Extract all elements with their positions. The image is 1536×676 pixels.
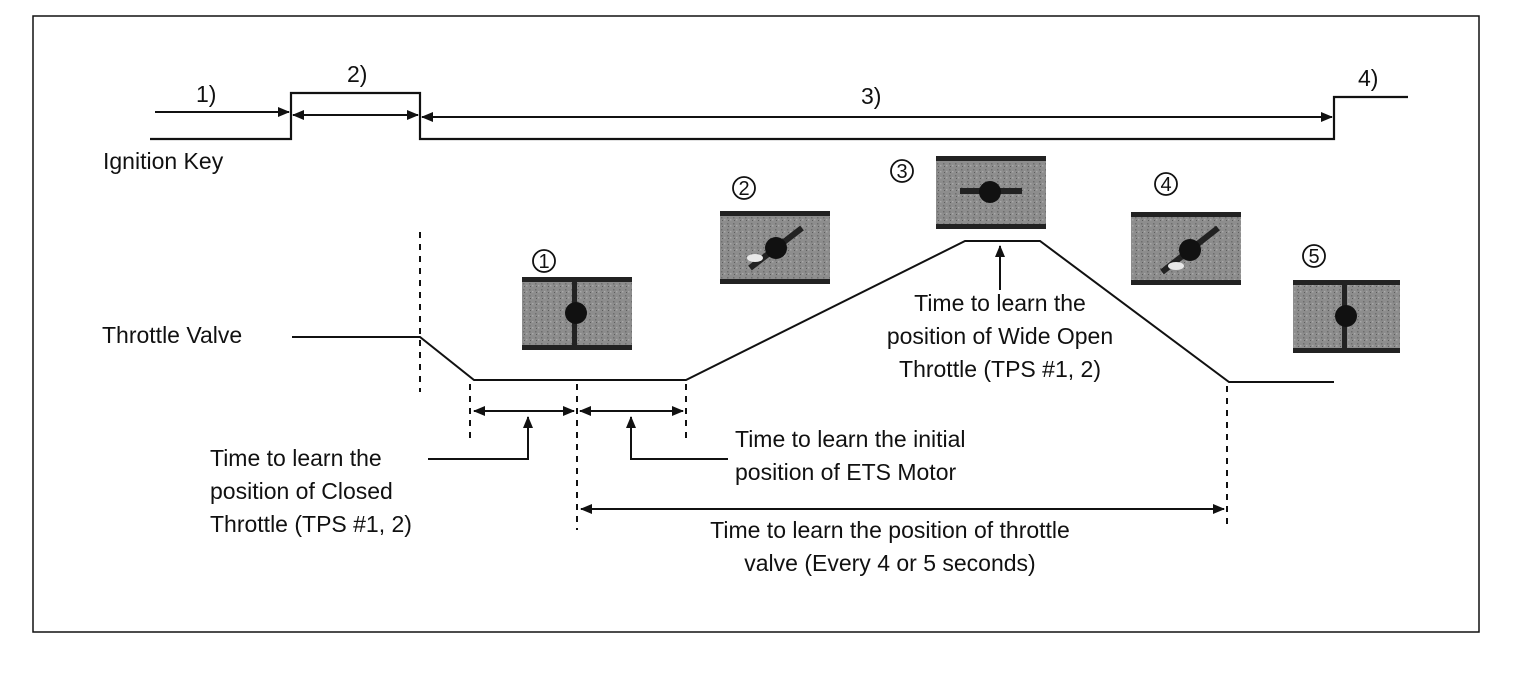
- throttle-plate-wide-open-image: [936, 156, 1046, 229]
- svg-text:position of Wide Open: position of Wide Open: [887, 323, 1113, 349]
- periodic-learning-annotation: Time to learn the position of throttle v…: [710, 517, 1070, 576]
- ignition-key-label: Ignition Key: [103, 148, 224, 174]
- svg-text:position of ETS Motor: position of ETS Motor: [735, 459, 956, 485]
- position-1-marker: 1: [532, 249, 556, 273]
- svg-text:2: 2: [738, 178, 749, 200]
- throttle-valve-trace: [292, 240, 1334, 383]
- position-4-marker: 4: [1154, 172, 1178, 196]
- ignition-key-signal: [150, 91, 1408, 141]
- time-guides: [419, 232, 1228, 530]
- throttle-plate-closed-image: [522, 277, 632, 350]
- diagram-frame: [32, 15, 1480, 633]
- wide-open-throttle-annotation: Time to learn the position of Wide Open …: [887, 290, 1113, 382]
- throttle-plate-closing-image: [1131, 212, 1241, 285]
- position-5-marker: 5: [1302, 244, 1326, 268]
- position-2-marker: 2: [732, 176, 756, 200]
- svg-text:Time to learn the position of: Time to learn the position of throttle: [710, 517, 1070, 543]
- position-3-marker: 3: [890, 159, 914, 183]
- svg-text:Time to learn the: Time to learn the: [914, 290, 1086, 316]
- phase-1-label: 1): [196, 81, 216, 107]
- throttle-valve-label: Throttle Valve: [102, 322, 242, 348]
- ets-motor-leader: [626, 416, 728, 460]
- svg-text:Throttle (TPS #1, 2): Throttle (TPS #1, 2): [899, 356, 1101, 382]
- svg-text:Throttle (TPS #1, 2): Throttle (TPS #1, 2): [210, 511, 412, 537]
- throttle-plate-closed-again-image: [1293, 280, 1400, 353]
- phase-4-label: 4): [1358, 65, 1378, 91]
- throttle-plate-opening-image: [720, 211, 830, 284]
- phase-3-label: 3): [861, 83, 881, 109]
- svg-text:4: 4: [1160, 174, 1171, 196]
- ets-motor-annotation: Time to learn the initial position of ET…: [735, 426, 966, 485]
- closed-throttle-annotation: Time to learn the position of Closed Thr…: [210, 445, 412, 537]
- closed-throttle-leader: [428, 416, 533, 460]
- svg-text:valve (Every 4 or 5 seconds): valve (Every 4 or 5 seconds): [744, 550, 1035, 576]
- svg-text:3: 3: [896, 161, 907, 183]
- svg-text:Time to learn the: Time to learn the: [210, 445, 382, 471]
- svg-text:position of Closed: position of Closed: [210, 478, 393, 504]
- svg-text:Time to learn the initial: Time to learn the initial: [735, 426, 966, 452]
- phase-2-label: 2): [347, 61, 367, 87]
- svg-text:5: 5: [1308, 246, 1319, 268]
- svg-text:1: 1: [538, 251, 549, 273]
